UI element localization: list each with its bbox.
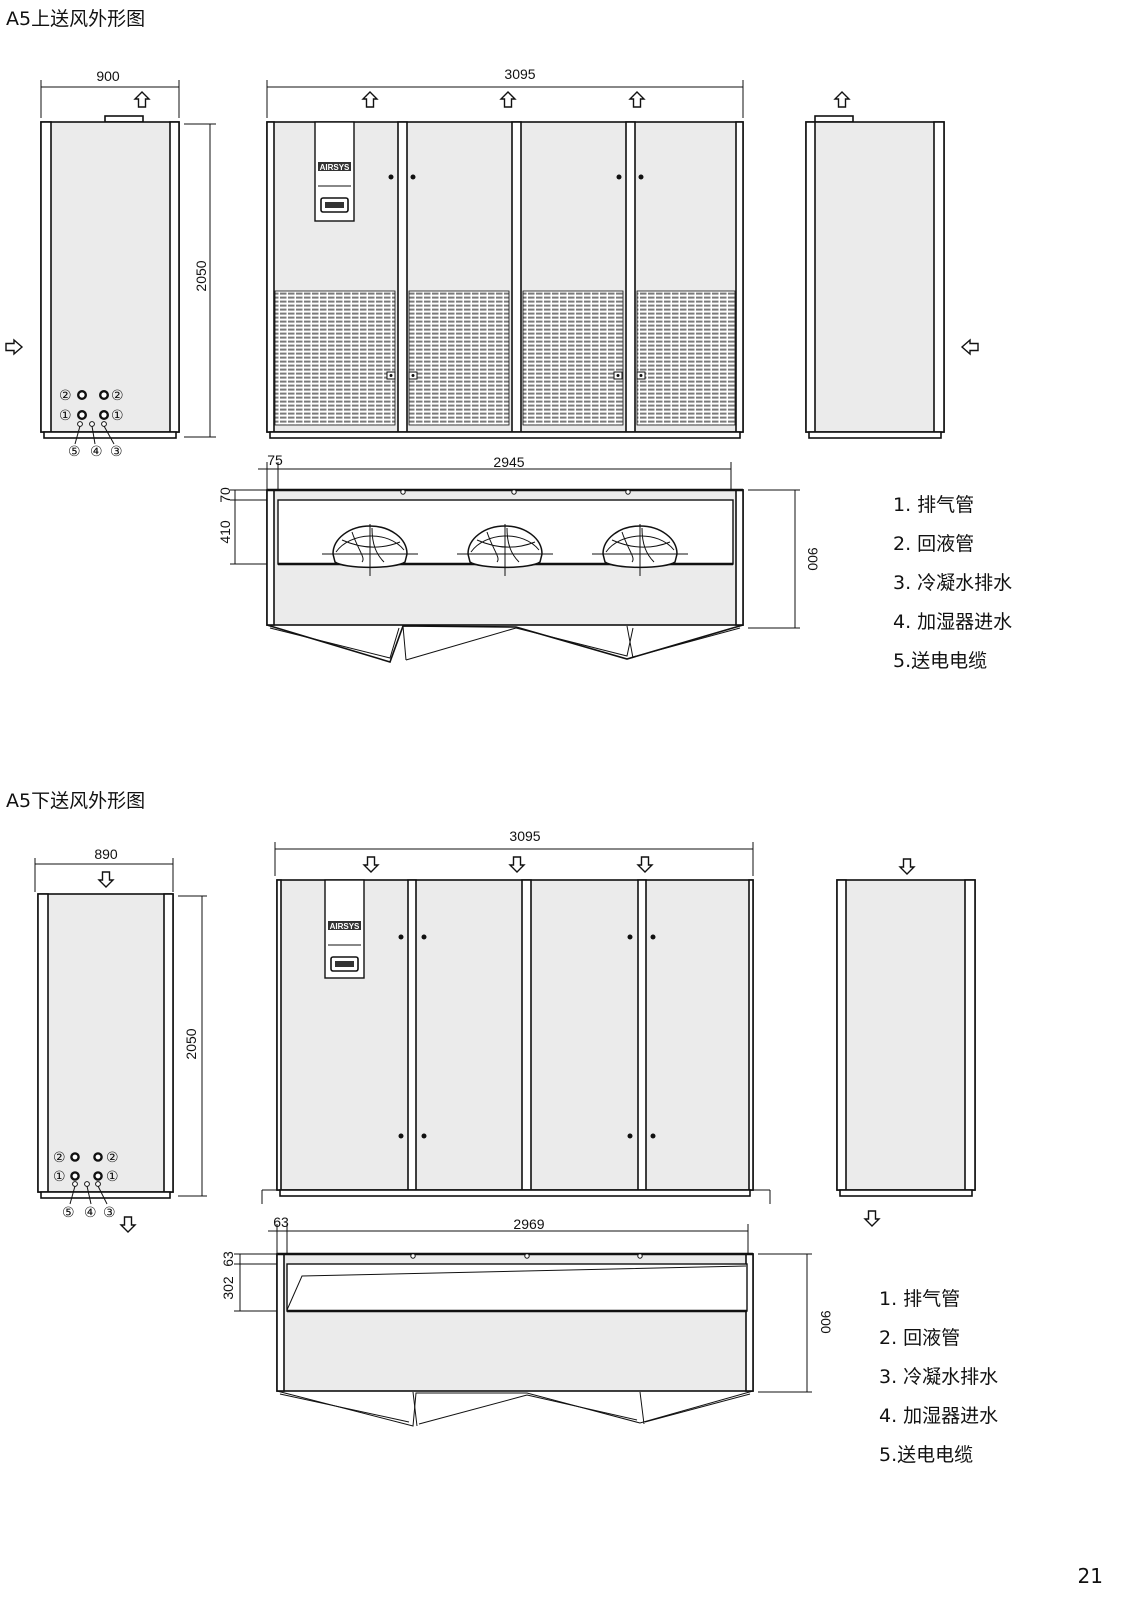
port-label: ③ — [103, 1204, 116, 1220]
port-label: ② — [59, 387, 72, 403]
dim-height: 2050 — [193, 260, 209, 291]
upper-left-side-view: 900 2050 ② ② ① ① ⑤ ④ ③ — [5, 68, 216, 459]
port-label: ④ — [90, 443, 103, 459]
port-label: ⑤ — [62, 1204, 75, 1220]
lower-left-side-view: 890 2050 ② ② ① ① ⑤ ④ ③ — [34, 846, 207, 1233]
dim-front-width: 3095 — [504, 66, 535, 82]
upper-right-side-view — [805, 91, 979, 439]
dim-top-d1: 63 — [220, 1251, 236, 1267]
port-label: ⑤ — [68, 443, 81, 459]
dim-depth: 900 — [818, 1310, 834, 1334]
upper-legend: 1. 排气管 2. 回液管 3. 冷凝水排水 4. 加湿器进水 5.送电电缆 — [893, 486, 1012, 681]
port-label: ③ — [110, 443, 123, 459]
legend-item: 2. 回液管 — [893, 533, 975, 555]
lower-top-view: 63 2969 63 302 900 — [220, 1214, 834, 1427]
lower-legend: 1. 排气管 2. 回液管 3. 冷凝水排水 4. 加湿器进水 5.送电电缆 — [879, 1280, 998, 1475]
page-number: 21 — [1077, 1564, 1103, 1588]
port-label: ① — [59, 407, 72, 423]
dim-top-d1: 70 — [217, 487, 233, 503]
lower-title: A5下送风外形图 — [6, 790, 146, 812]
upper-front-view: 3095 AIRSYS — [266, 66, 744, 439]
legend-item: 5.送电电缆 — [879, 1444, 974, 1466]
port-label: ① — [106, 1168, 119, 1184]
legend-item: 5.送电电缆 — [893, 650, 988, 672]
legend-item: 3. 冷凝水排水 — [893, 572, 1013, 594]
port-label: ② — [53, 1149, 66, 1165]
dim-depth: 900 — [805, 547, 821, 571]
lower-right-side-view — [836, 858, 976, 1227]
lower-front-view: 3095 AIRSYS — [261, 828, 771, 1204]
dim-top-d2: 410 — [217, 520, 233, 544]
dim-top-width: 2969 — [513, 1216, 544, 1232]
dim-height: 2050 — [183, 1028, 199, 1059]
brand-logo: AIRSYS — [330, 922, 360, 931]
legend-item: 1. 排气管 — [893, 494, 975, 516]
upper-top-view: 75 2945 70 410 900 — [217, 452, 821, 663]
dim-top-d2: 302 — [220, 1276, 236, 1300]
legend-item: 3. 冷凝水排水 — [879, 1366, 999, 1388]
legend-item: 4. 加湿器进水 — [879, 1405, 999, 1427]
port-label: ② — [111, 387, 124, 403]
port-label: ④ — [84, 1204, 97, 1220]
port-label: ① — [111, 407, 124, 423]
dim-top-offset: 75 — [267, 452, 283, 468]
legend-item: 4. 加湿器进水 — [893, 611, 1013, 633]
legend-item: 1. 排气管 — [879, 1288, 961, 1310]
upper-title: A5上送风外形图 — [6, 8, 146, 30]
dim-side-width: 890 — [94, 846, 118, 862]
dim-side-width: 900 — [96, 68, 120, 84]
dim-front-width: 3095 — [509, 828, 540, 844]
dim-top-offset: 63 — [273, 1214, 289, 1230]
brand-logo: AIRSYS — [320, 163, 350, 172]
dim-top-width: 2945 — [493, 454, 524, 470]
port-label: ① — [53, 1168, 66, 1184]
port-label: ② — [106, 1149, 119, 1165]
legend-item: 2. 回液管 — [879, 1327, 961, 1349]
